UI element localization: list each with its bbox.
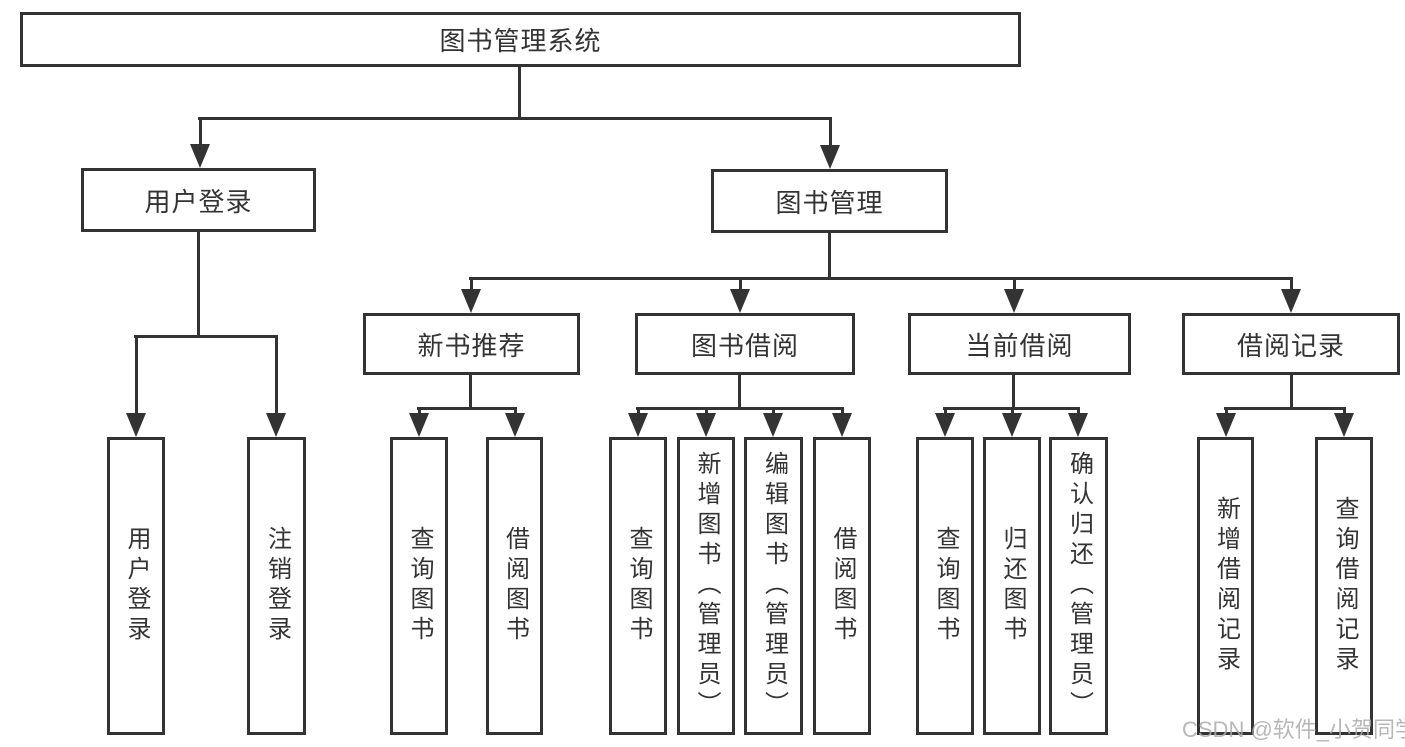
- watermark: CSDN @软件_小贺同学: [1182, 717, 1405, 742]
- connector-book-borrow-stub: [738, 375, 741, 410]
- node-book-borrow: 图书借阅: [635, 313, 855, 375]
- arrow-to-borrow-records: [1281, 279, 1301, 313]
- arrow-to-bb-add: [696, 409, 716, 437]
- connector-level2-bar: [198, 117, 832, 120]
- leaf-bb-borrow: 借阅图书: [813, 437, 871, 735]
- connector-book-mgmt-stub: [828, 233, 831, 280]
- leaf-user-login-label: 用户登录: [123, 526, 150, 646]
- leaf-bb-edit: 编辑图书（管理员）: [744, 437, 803, 735]
- leaf-bb-query: 查询图书: [609, 437, 667, 735]
- arrow-to-bb-edit: [763, 409, 783, 437]
- node-borrow-records: 借阅记录: [1182, 313, 1400, 375]
- leaf-bb-borrow-label: 借阅图书: [829, 526, 856, 646]
- leaf-nb-borrow: 借阅图书: [486, 437, 543, 735]
- arrow-to-book-mgmt: [820, 119, 840, 169]
- arrow-to-bb-borrow: [832, 409, 852, 437]
- leaf-user-login: 用户登录: [107, 437, 165, 735]
- arrow-to-new-books: [461, 279, 481, 313]
- connector-level3-bar: [469, 277, 1293, 280]
- connector-book-borrow-bar: [636, 407, 844, 410]
- node-user-login: 用户登录: [81, 168, 316, 232]
- connector-root-stub: [518, 67, 521, 120]
- connector-user-login-stub: [197, 232, 200, 338]
- node-book-mgmt: 图书管理: [711, 169, 948, 233]
- node-new-books: 新书推荐: [363, 313, 580, 375]
- connector-current-borrow-stub: [1012, 375, 1015, 410]
- leaf-br-add-label: 新增借阅记录: [1212, 496, 1240, 676]
- leaf-cb-confirm: 确认归还（管理员）: [1049, 437, 1108, 735]
- arrow-to-nb-borrow: [505, 409, 525, 437]
- connector-current-borrow-bar: [943, 407, 1080, 410]
- leaf-nb-query-label: 查询图书: [406, 526, 433, 646]
- leaf-cb-query-label: 查询图书: [932, 526, 959, 646]
- leaf-br-query: 查询借阅记录: [1315, 437, 1373, 735]
- leaf-logout-label: 注销登录: [263, 526, 291, 646]
- arrow-to-cb-return: [1002, 409, 1022, 437]
- arrow-to-user-login: [190, 119, 210, 168]
- arrow-to-bb-query: [628, 409, 648, 437]
- arrow-to-current-borrow: [1004, 279, 1024, 313]
- leaf-bb-query-label: 查询图书: [625, 526, 652, 646]
- leaf-nb-borrow-label: 借阅图书: [501, 526, 529, 646]
- arrow-to-leaf-user-login: [126, 337, 146, 437]
- leaf-cb-confirm-label: 确认归还（管理员）: [1065, 451, 1093, 721]
- arrow-to-cb-confirm: [1068, 409, 1088, 437]
- leaf-cb-query: 查询图书: [916, 437, 974, 735]
- arrow-to-book-borrow: [730, 279, 750, 313]
- node-current-borrow: 当前借阅: [908, 313, 1131, 375]
- arrow-to-cb-query: [935, 409, 955, 437]
- arrow-to-leaf-logout: [266, 337, 286, 437]
- leaf-cb-return-label: 归还图书: [999, 526, 1026, 646]
- leaf-bb-edit-label: 编辑图书（管理员）: [760, 451, 788, 721]
- leaf-bb-add-label: 新增图书（管理员）: [693, 451, 720, 721]
- leaf-cb-return: 归还图书: [983, 437, 1041, 735]
- leaf-br-add: 新增借阅记录: [1197, 437, 1254, 735]
- leaf-br-query-label: 查询借阅记录: [1331, 496, 1358, 676]
- arrow-to-nb-query: [409, 409, 429, 437]
- node-root: 图书管理系统: [20, 12, 1021, 67]
- connector-user-login-bar: [134, 335, 278, 338]
- leaf-nb-query: 查询图书: [390, 437, 448, 735]
- arrow-to-br-query: [1334, 409, 1354, 437]
- connector-new-books-stub: [469, 375, 472, 410]
- connector-borrow-records-bar: [1224, 407, 1346, 410]
- leaf-bb-add: 新增图书（管理员）: [677, 437, 735, 735]
- connector-new-books-bar: [417, 407, 517, 410]
- leaf-logout: 注销登录: [247, 437, 306, 735]
- arrow-to-br-add: [1216, 409, 1236, 437]
- connector-borrow-records-stub: [1290, 375, 1293, 410]
